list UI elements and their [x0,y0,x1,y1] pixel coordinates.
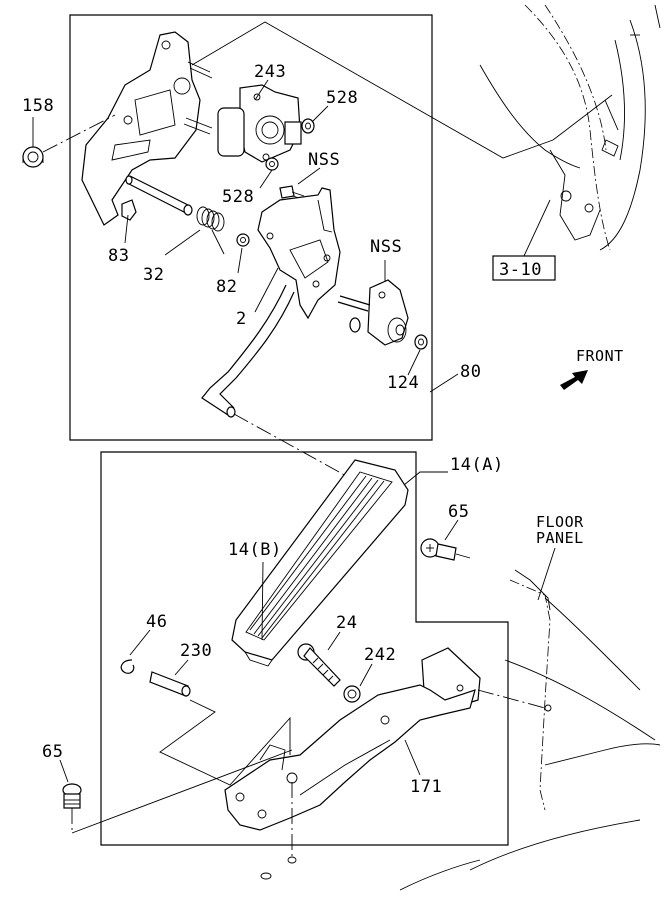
floor-panel-line1: FLOOR [536,513,584,531]
axis-rod-to-pedal [233,413,351,479]
bracket-bolts [183,61,213,135]
callout-82: 82 [216,277,237,297]
collar-242 [343,685,361,703]
callout-83: 83 [108,246,129,266]
leader-to-body [191,21,554,159]
spring-32 [196,206,225,255]
callout-528-lower: 528 [222,187,254,207]
callout-nss-lower: NSS [370,237,402,257]
axis-171-floor [477,689,546,709]
callout-nss-upper: NSS [308,150,340,170]
pedal-arm-rod [201,284,295,418]
callout-242: 242 [364,645,396,665]
callout-32: 32 [143,265,164,285]
bolt-65-upper [420,538,457,561]
callout-528-upper: 528 [326,88,358,108]
lower-assembly-frame [100,451,509,846]
clip-83 [121,199,137,221]
bushing-82 [236,233,250,247]
leader-pin-to-bracket [159,699,291,786]
floor-hole [260,872,272,880]
damper-nss [337,279,409,346]
axis-158 [42,114,116,153]
bolt-65-lower [62,783,82,809]
floor-panel-line2: PANEL [536,529,584,547]
callout-124: 124 [387,373,419,393]
callout-158: 158 [22,96,54,116]
callout-2: 2 [236,309,247,329]
callout-14b: 14(B) [228,540,282,560]
callout-171: 171 [410,777,442,797]
nut-528-upper [301,118,315,134]
nut-528-lower [265,157,279,171]
callout-65-lower: 65 [42,742,63,762]
axis-65-upper [455,553,471,559]
leader-lines [32,79,459,783]
upper-assembly-frame [69,14,433,441]
clip-46 [120,659,135,674]
ref-box-label: 3-10 [499,260,542,280]
callout-14a: 14(A) [450,455,504,475]
leader-bolt-65 [71,749,293,834]
sensor-243 [217,84,302,163]
callout-24: 24 [336,613,357,633]
front-label: FRONT [576,347,624,365]
callout-65-upper: 65 [448,502,469,522]
floor-panel-outline [399,569,661,891]
pin-230 [149,671,191,697]
pivot-shaft [125,175,193,216]
bracket-plate [81,31,201,226]
nut-124 [414,334,428,350]
callout-243: 243 [254,62,286,82]
bolt-24 [297,643,341,687]
pedal-arm-bracket-2 [257,187,341,320]
screw-nss-upper [279,185,306,201]
bracket-171 [224,647,481,831]
vehicle-body-outline-top [479,4,661,251]
front-arrow-icon [560,370,588,390]
callout-46: 46 [146,612,167,632]
callout-80: 80 [460,362,481,382]
pedal-pad-14b [231,459,409,667]
nut-158 [22,146,44,168]
callout-230: 230 [180,641,212,661]
